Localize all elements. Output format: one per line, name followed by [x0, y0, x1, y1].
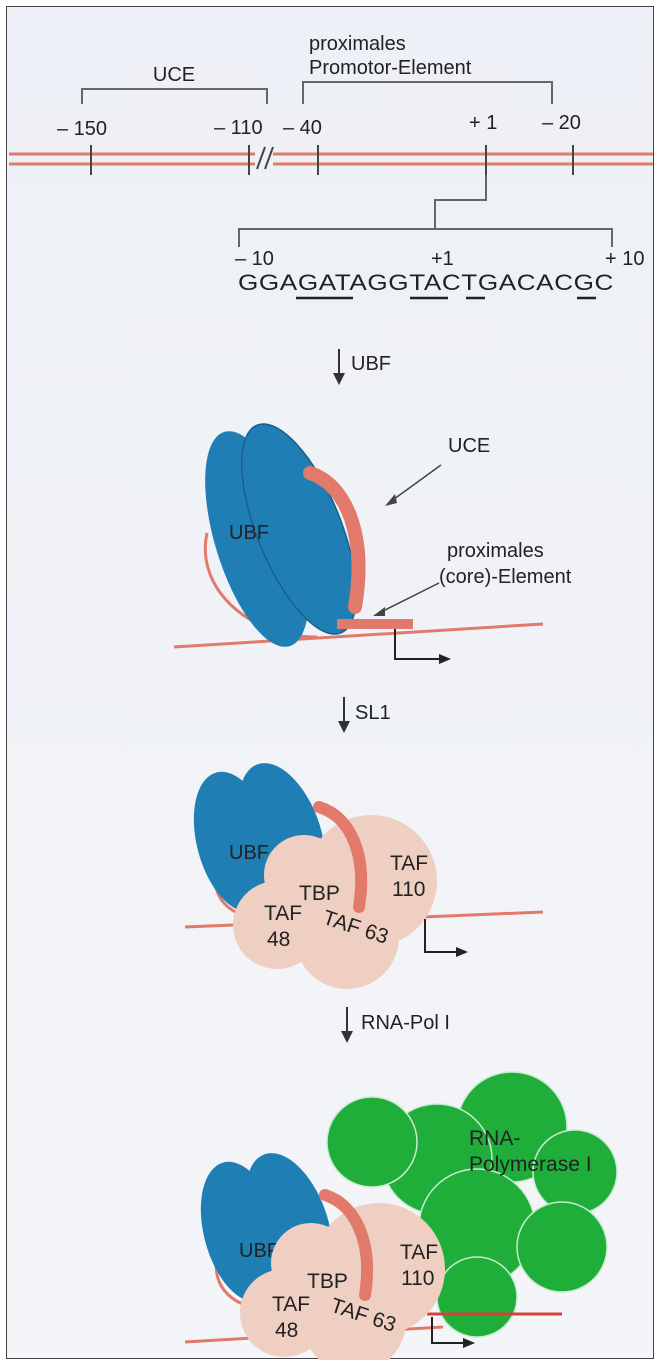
- seq-mid-position: +1: [431, 248, 454, 270]
- ubf-label: UBF: [229, 842, 269, 864]
- core-pointer: [379, 583, 439, 613]
- polymerase-label-2: Polymerase I: [469, 1153, 592, 1176]
- top-map: UCE proximales Promotor-Element – 150 – …: [9, 33, 653, 247]
- promoter-bracket-label-2: Promotor-Element: [309, 57, 472, 79]
- uce-pointer: [390, 465, 441, 502]
- taf48-label-2: 48: [267, 928, 290, 951]
- dna-sequence: GGAGATAGGTACTGACACGC: [238, 270, 614, 295]
- taf48-label-1: TAF: [272, 1293, 310, 1316]
- ubf-label: UBF: [229, 522, 269, 544]
- uce-bracket-label: UCE: [153, 64, 195, 86]
- stage-1-ubf-bound: UBF UCE proximales (core)-Element: [174, 409, 572, 664]
- stage-3-pol-bound: UBF TBP TAF 110 TAF 48 TAF 63 RNA- Polym…: [185, 1072, 617, 1360]
- sequence-zoom: – 10 +1 + 10 GGAGATAGGTACTGACACGC: [235, 248, 644, 298]
- zoom-connector: [435, 175, 486, 229]
- core-label-1: proximales: [447, 540, 544, 562]
- polymerase-label-1: RNA-: [469, 1127, 520, 1150]
- taf48-label-1: TAF: [264, 902, 302, 925]
- taf48-label-2: 48: [275, 1319, 298, 1342]
- step-label: UBF: [351, 353, 391, 375]
- seq-left-position: – 10: [235, 248, 274, 270]
- step-label: RNA-Pol I: [361, 1012, 450, 1034]
- seq-right-position: + 10: [605, 248, 644, 270]
- core-element: [337, 619, 413, 629]
- taf110-label-2: 110: [401, 1267, 434, 1290]
- taf110-label-2: 110: [392, 878, 425, 901]
- figure-panel: UCE proximales Promotor-Element – 150 – …: [6, 6, 654, 1359]
- position-label: – 20: [542, 112, 581, 134]
- tbp-label: TBP: [299, 882, 340, 905]
- step-label: SL1: [355, 702, 391, 724]
- promoter-bracket: [303, 82, 552, 104]
- position-label: – 110: [214, 117, 263, 139]
- stage-2-sl1-bound: UBF TBP TAF 110 TAF 48 TAF 63: [180, 751, 543, 989]
- promoter-diagram: UCE proximales Promotor-Element – 150 – …: [7, 7, 655, 1360]
- sequence-bracket: [239, 229, 612, 247]
- uce-bracket: [82, 89, 267, 104]
- step-arrow-ubf: UBF: [333, 349, 391, 385]
- step-arrow-rna-pol: RNA-Pol I: [341, 1007, 450, 1043]
- tbp-label: TBP: [307, 1270, 348, 1293]
- transcription-start-arrow: [425, 919, 462, 952]
- step-arrow-sl1: SL1: [338, 697, 391, 733]
- position-label: + 1: [469, 112, 497, 134]
- uce-label: UCE: [448, 435, 490, 457]
- core-label-2: (core)-Element: [439, 566, 572, 588]
- position-label: – 40: [283, 117, 322, 139]
- promoter-bracket-label-1: proximales: [309, 33, 406, 55]
- taf110-label-1: TAF: [390, 852, 428, 875]
- dna-double-strand: [9, 145, 653, 175]
- position-label: – 150: [57, 118, 107, 140]
- taf110-label-1: TAF: [400, 1241, 438, 1264]
